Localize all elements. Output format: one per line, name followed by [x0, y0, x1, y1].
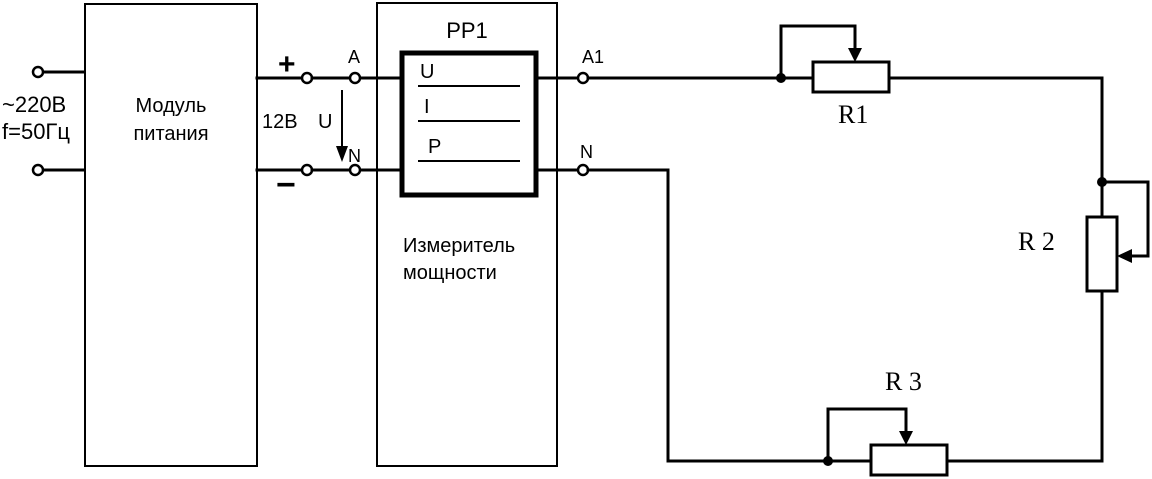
- power-module-label-1: Модуль: [136, 95, 207, 117]
- meter-terminal-n-out-label: N: [580, 142, 593, 162]
- resistor-r1-body: [811, 60, 891, 94]
- resistor-r3-body: [869, 443, 949, 477]
- junction-r1: [776, 73, 786, 83]
- plus-label: +: [278, 48, 296, 81]
- power-meter: PP1 A N U I P A1 N Измеритель мощности: [348, 2, 604, 467]
- output-voltage-label: 12В: [262, 111, 298, 133]
- u-arrow-head: [336, 146, 348, 162]
- ac-frequency-label: f=50Гц: [2, 119, 70, 144]
- power-module-label-2: питания: [133, 123, 208, 145]
- meter-terminal-n-in-label: N: [348, 146, 361, 166]
- resistor-r2-body: [1085, 215, 1119, 293]
- resistor-r2-label: R 2: [1018, 227, 1055, 256]
- meter-row-p: P: [428, 136, 441, 158]
- meter-terminal-a: [348, 71, 362, 85]
- resistor-r1: R1: [776, 24, 891, 129]
- u-arrow-label: U: [318, 111, 332, 133]
- ac-input: ~220В f=50Гц: [2, 65, 87, 177]
- resistor-r3: R 3: [823, 367, 949, 477]
- meter-caption-2: мощности: [403, 262, 497, 284]
- resistor-r2: R 2: [1018, 177, 1150, 293]
- meter-terminal-a1-label: A1: [582, 47, 604, 67]
- resistor-r1-label: R1: [838, 100, 868, 129]
- ac-voltage-label: ~220В: [2, 92, 66, 117]
- meter-terminal-n-in: [348, 163, 362, 177]
- ac-input-terminal-bottom: [31, 163, 45, 177]
- meter-caption-1: Измеритель: [403, 235, 515, 257]
- power-module-box: [84, 3, 258, 467]
- meter-terminal-a-label: A: [348, 47, 360, 67]
- power-module-output: + − 12В U: [255, 48, 348, 204]
- resistor-r3-label: R 3: [885, 367, 922, 396]
- meter-display-box: [399, 50, 539, 198]
- ac-input-terminal-top: [31, 65, 45, 79]
- minus-label: −: [276, 166, 296, 204]
- meter-row-i: I: [424, 96, 430, 118]
- power-module: Модуль питания: [84, 3, 258, 467]
- meter-title: PP1: [446, 18, 488, 43]
- meter-row-u: U: [420, 61, 434, 83]
